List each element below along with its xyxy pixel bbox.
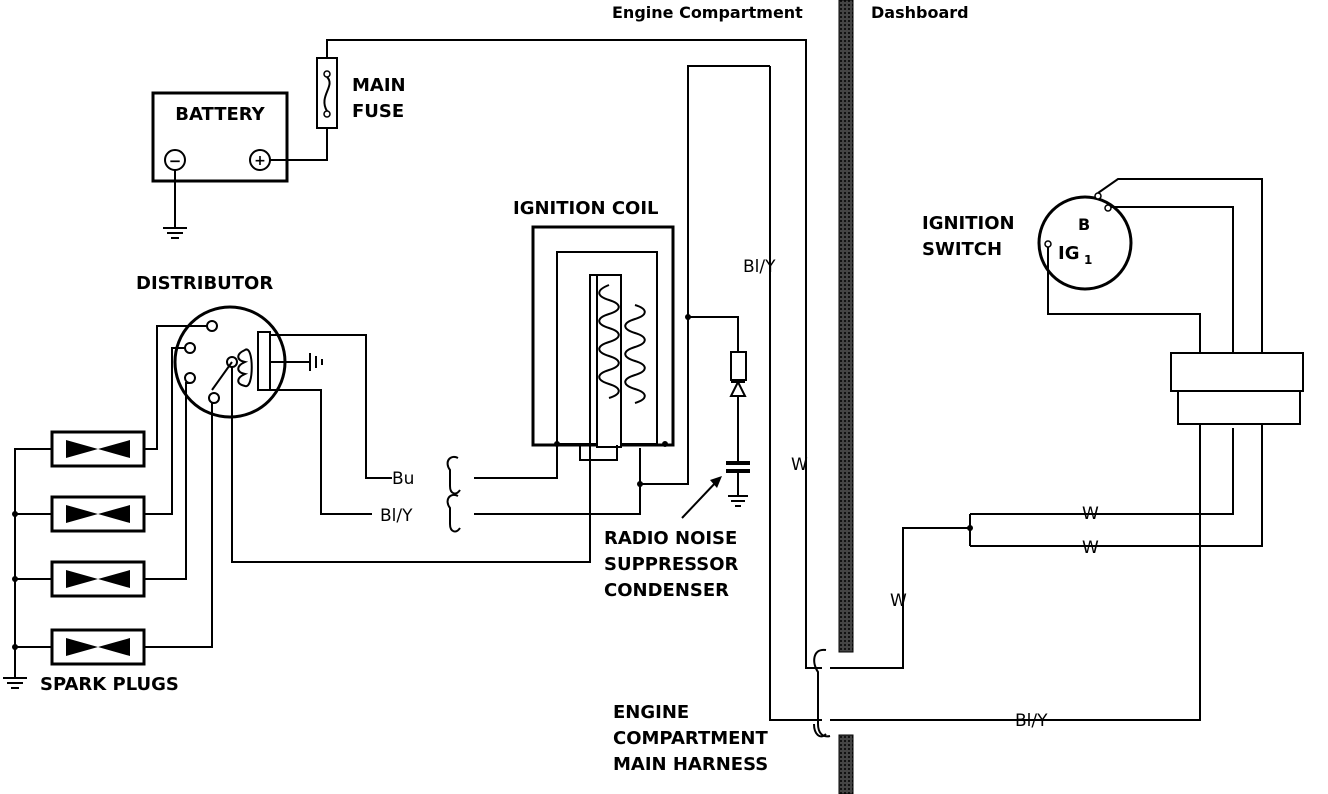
ignition-coil [531, 225, 675, 461]
wire-label-bly-distributor: Bl/Y [380, 506, 413, 526]
main-fuse-label-1: MAIN [352, 75, 406, 96]
distributor-label: DISTRIBUTOR [136, 273, 273, 294]
ignition-switch [1037, 178, 1263, 353]
spark-plugs [3, 430, 146, 689]
high-tension-lead [231, 274, 598, 563]
wire-label-bly-riser: Bl/Y [743, 257, 776, 277]
spark-plug-leads [144, 325, 214, 648]
main-harness-connector [813, 648, 831, 738]
spark-plugs-label: SPARK PLUGS [40, 674, 179, 695]
firewall [838, 0, 854, 794]
condenser-label-1: RADIO NOISE [604, 528, 737, 549]
distributor [173, 305, 323, 419]
harness-label-3: MAIN HARNESS [613, 754, 768, 775]
spark-plug-1 [50, 430, 146, 468]
radio-noise-suppressor-condenser [681, 316, 750, 519]
spark-plug-3 [50, 560, 146, 598]
wire-label-bu: Bu [392, 469, 414, 489]
wire-label-w-switch-bottom: W [1082, 538, 1099, 558]
battery-minus-symbol: − [169, 152, 182, 170]
wire-label-bly-bottom: Bl/Y [1015, 711, 1048, 731]
ignition-switch-label-2: SWITCH [922, 239, 1002, 260]
switch-terminal-b: B [1078, 215, 1090, 234]
switch-terminal-ig: IG [1058, 243, 1079, 264]
battery-feed-wire [270, 39, 822, 669]
wire-label-w-dash: W [890, 591, 907, 611]
wire-label-w-riser: W [791, 455, 808, 475]
battery-label: BATTERY [175, 104, 265, 125]
condenser-label-3: CONDENSER [604, 580, 729, 601]
distributor-to-coil-wires [270, 334, 641, 533]
switch-terminal-ig-subscript: 1 [1084, 253, 1092, 267]
main-fuse-label-2: FUSE [352, 101, 404, 122]
wire-label-w-switch-top: W [1082, 504, 1099, 524]
ignition-switch-label-1: IGNITION [922, 213, 1015, 234]
ignition-switch-connector [1170, 352, 1304, 425]
engine-compartment-label: Engine Compartment [612, 3, 803, 22]
harness-label-1: ENGINE [613, 702, 689, 723]
coil-feed-wire [637, 65, 822, 721]
ignition-coil-label: IGNITION COIL [513, 198, 659, 219]
dashboard-label: Dashboard [871, 3, 969, 22]
battery [151, 91, 289, 239]
spark-plug-4 [50, 628, 146, 666]
battery-plus-symbol: + [254, 153, 266, 169]
condenser-label-2: SUPPRESSOR [604, 554, 739, 575]
harness-label-2: COMPARTMENT [613, 728, 768, 749]
main-fuse [316, 57, 338, 129]
dashboard-wiring [830, 424, 1263, 721]
spark-plug-2 [50, 495, 146, 533]
